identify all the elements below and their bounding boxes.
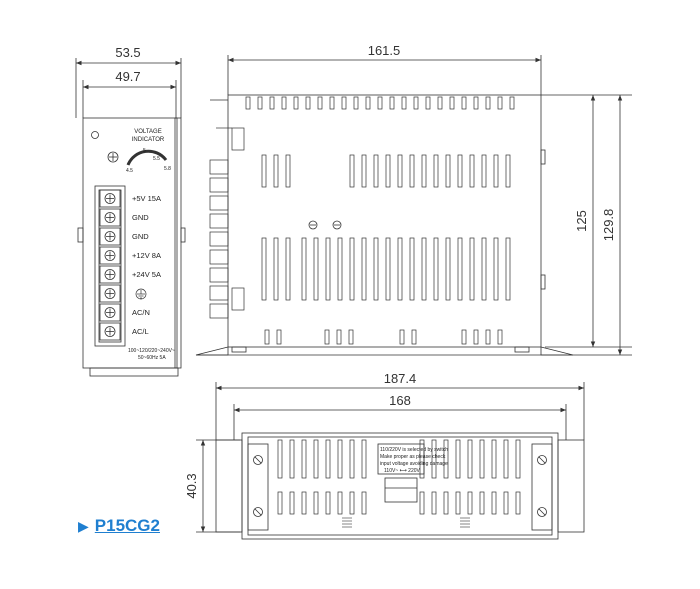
terminal-label-2: GND: [132, 213, 149, 222]
front-view: [75, 58, 186, 377]
terminal-screws: [99, 189, 121, 341]
dim-top-inner-length: 168: [389, 393, 411, 408]
dim-front-outer-width: 53.5: [115, 45, 140, 60]
indicator-title-line2: INDICATOR: [132, 137, 165, 143]
dim-side-height-outer: 129.8: [601, 209, 616, 242]
terminal-label-4: +12V 8A: [132, 251, 161, 260]
terminal-label-1: +5V 15A: [132, 194, 161, 203]
input-rating-line1: 100~120/220~240V~: [128, 348, 175, 354]
side-view: [195, 55, 632, 356]
dim-side-height-inner: 125: [574, 210, 589, 232]
indicator-title-line1: VOLTAGE: [134, 129, 161, 135]
terminal-label-5: +24V 5A: [132, 270, 161, 279]
arrow-icon: ▶: [78, 518, 89, 534]
label-line4: 110V~ ⟷ 220V: [384, 468, 421, 474]
top-view: [196, 382, 585, 540]
model-link[interactable]: P15CG2: [94, 516, 160, 535]
scale-label-1: 4.5: [126, 168, 133, 174]
model-heading: ▶ P15CG2: [78, 516, 160, 536]
scale-label-3: 5.5: [153, 156, 160, 162]
dim-top-height: 40.3: [184, 473, 199, 498]
terminal-label-7: AC/N: [132, 308, 150, 317]
dim-top-outer-length: 187.4: [384, 371, 417, 386]
scale-label-4: 5.8: [164, 166, 171, 172]
label-line1: 110/220V is selected by switch: [380, 447, 448, 453]
label-line2: Make proper as please check: [380, 454, 446, 460]
label-line3: input voltage avoiding damage: [380, 461, 448, 467]
terminal-label-8: AC/L: [132, 327, 149, 336]
ground-icon: [135, 288, 147, 300]
terminal-label-3: GND: [132, 232, 149, 241]
dim-side-length: 161.5: [368, 43, 401, 58]
input-rating-line2: 50~60Hz 5A: [138, 355, 166, 361]
dim-front-inner-width: 49.7: [115, 69, 140, 84]
scale-label-2: 5: [143, 148, 146, 154]
